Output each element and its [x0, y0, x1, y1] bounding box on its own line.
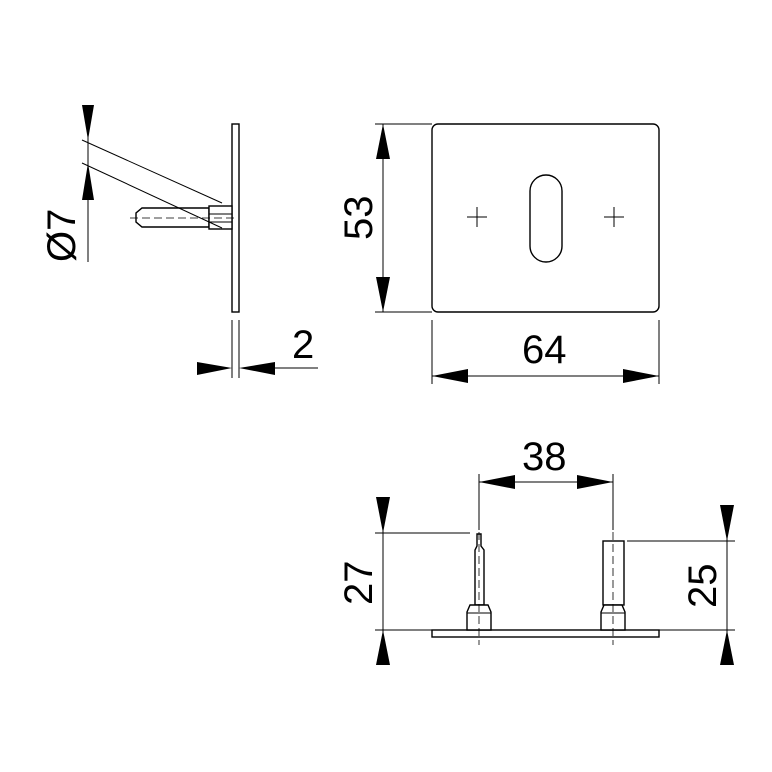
- height-label: 53: [337, 196, 381, 241]
- thickness-label: 2: [292, 323, 314, 367]
- left-pin: [466, 520, 492, 645]
- spacing-label: 38: [522, 435, 567, 479]
- left-pin-height-label: 27: [337, 561, 381, 606]
- diameter-dimension: Ø7: [40, 105, 223, 262]
- bottom-view: 38 27 25: [337, 435, 735, 665]
- left-pin-height-dimension: 27: [337, 497, 470, 665]
- right-pin-height-label: 25: [681, 564, 725, 609]
- thickness-dimension: 2: [197, 320, 318, 378]
- side-view: Ø7 2: [40, 105, 318, 378]
- side-pin: [130, 205, 236, 230]
- width-label: 64: [522, 328, 567, 372]
- right-hole-cross: [604, 207, 624, 227]
- front-view: 53 64: [337, 123, 660, 384]
- bottom-plate: [431, 629, 660, 638]
- diameter-label: Ø7: [40, 209, 84, 262]
- key-slot: [529, 174, 563, 263]
- left-hole-cross: [467, 207, 487, 227]
- spacing-dimension: 38: [478, 435, 614, 530]
- width-dimension: 64: [431, 320, 660, 384]
- right-pin-height-dimension: 25: [627, 505, 735, 665]
- height-dimension: 53: [337, 123, 432, 313]
- right-pin: [600, 520, 626, 645]
